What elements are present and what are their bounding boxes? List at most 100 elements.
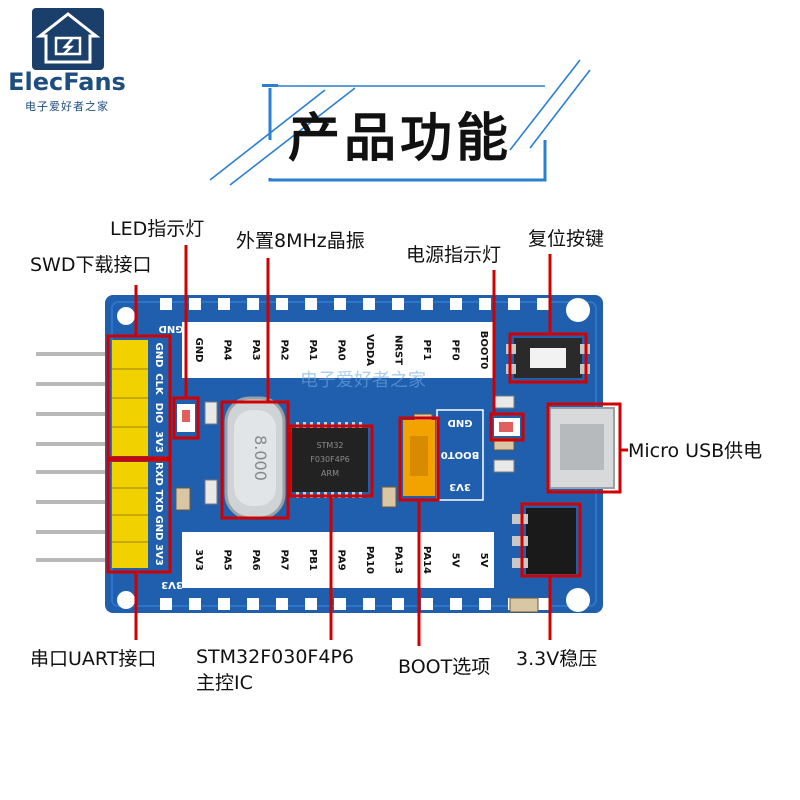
- pad: [334, 298, 346, 310]
- chip-text: ARM: [321, 469, 339, 478]
- pad: [392, 598, 404, 610]
- callout-label-mcu-sub: 主控IC: [196, 672, 253, 694]
- pad: [479, 298, 491, 310]
- pad: [160, 298, 172, 310]
- pin-label: GND: [153, 516, 164, 541]
- callout-box-swd: [106, 334, 172, 460]
- boot-pin-label: 3V3: [449, 481, 471, 492]
- boot-pin-label: GND: [448, 417, 473, 428]
- capacitor: [175, 487, 191, 511]
- pad: [363, 598, 375, 610]
- mount-hole: [117, 591, 135, 609]
- deco-line: [509, 59, 581, 151]
- pad: [537, 298, 549, 310]
- pin-label: NRST: [393, 335, 404, 365]
- pad: [247, 298, 259, 310]
- deco-line: [229, 87, 356, 186]
- power-led-die: [499, 422, 513, 432]
- swd-pin-labels: GND CLK DIO 3V3: [153, 343, 164, 453]
- pin-label: PA10: [364, 546, 375, 574]
- pin-label: PA0: [336, 339, 347, 360]
- mount-hole: [566, 298, 590, 322]
- corner-gnd-label: GND: [159, 323, 184, 334]
- pad: [537, 598, 549, 610]
- pin-label: PA6: [250, 549, 261, 570]
- pad: [276, 298, 288, 310]
- pin-label: DIO: [153, 403, 164, 424]
- pin-label: PA5: [222, 549, 233, 570]
- pin-label: RXD: [153, 462, 164, 486]
- resistor: [204, 401, 218, 425]
- pin-label: PA4: [222, 339, 233, 360]
- pin-label: PF0: [450, 339, 461, 360]
- pad: [305, 598, 317, 610]
- pin-label: 5V: [450, 553, 461, 568]
- boot-pin-label: BOOT0: [441, 449, 479, 460]
- pad: [450, 598, 462, 610]
- pad: [189, 298, 201, 310]
- logo-tagline: 电子爱好者之家: [25, 100, 109, 113]
- capacitor: [509, 597, 539, 613]
- pin-label: PA2: [279, 339, 290, 360]
- pin-label: BOOT0: [478, 331, 489, 369]
- pad: [276, 598, 288, 610]
- led-die: [182, 410, 190, 422]
- title-decoration: [209, 59, 591, 186]
- logo-name: ElecFans: [8, 68, 126, 96]
- house-icon: [35, 12, 101, 64]
- pin-label: PB1: [307, 549, 318, 571]
- pad: [508, 298, 520, 310]
- callout-label-crystal: 外置8MHz晶振: [236, 230, 365, 252]
- pin-label: 3V3: [153, 544, 164, 566]
- pin-label: GND: [193, 338, 204, 363]
- callout-label-reset: 复位按键: [528, 228, 605, 250]
- pin-label: PA13: [393, 546, 404, 574]
- bottom-pin-strip: [182, 532, 494, 588]
- mcu-chip: [292, 428, 368, 492]
- corner-3v3-label: 3V3: [161, 579, 183, 590]
- mount-hole: [566, 588, 590, 612]
- pad: [450, 298, 462, 310]
- micro-usb-opening: [560, 424, 604, 470]
- top-pin-strip: [182, 322, 494, 378]
- ldo-regulator: [526, 508, 576, 574]
- callout-box-reset: [508, 332, 588, 384]
- pad: [334, 598, 346, 610]
- pin-label: PA14: [421, 546, 432, 574]
- pad: [189, 598, 201, 610]
- callout-label-boot: BOOT选项: [398, 656, 491, 678]
- callout-label-uart: 串口UART接口: [30, 648, 157, 670]
- crystal-marking: 8.000: [251, 435, 270, 481]
- pin-label: 5V: [478, 553, 489, 568]
- pad: [218, 298, 230, 310]
- pin-label: PA7: [279, 549, 290, 570]
- pad: [392, 298, 404, 310]
- callout-label-mcu: STM32F030F4P6: [196, 646, 354, 668]
- pad: [247, 598, 259, 610]
- pin-label: PA1: [307, 339, 318, 360]
- pin-label: TXD: [153, 490, 164, 513]
- boot-labels: GND BOOT0 3V3: [441, 417, 479, 492]
- callout-box-usb: [546, 402, 622, 494]
- callout-label-power-led: 电源指示灯: [406, 244, 502, 266]
- chip-text: STM32: [316, 441, 343, 450]
- resistor: [493, 459, 515, 473]
- title-corner: [262, 84, 278, 87]
- pin-label: 3V3: [153, 431, 164, 453]
- pad: [363, 298, 375, 310]
- pad: [160, 598, 172, 610]
- elecfans-logo: ElecFans 电子爱好者之家: [6, 6, 128, 116]
- watermark: 电子爱好者之家: [300, 370, 426, 391]
- logo-mark: [32, 8, 104, 70]
- pad: [305, 298, 317, 310]
- pad: [421, 298, 433, 310]
- callout-label-regulator: 3.3V稳压: [516, 648, 598, 670]
- pin-label: CLK: [153, 373, 164, 396]
- mount-hole: [117, 307, 135, 325]
- pin-label: GND: [153, 343, 164, 368]
- deco-line: [529, 69, 591, 149]
- resistor: [493, 395, 515, 409]
